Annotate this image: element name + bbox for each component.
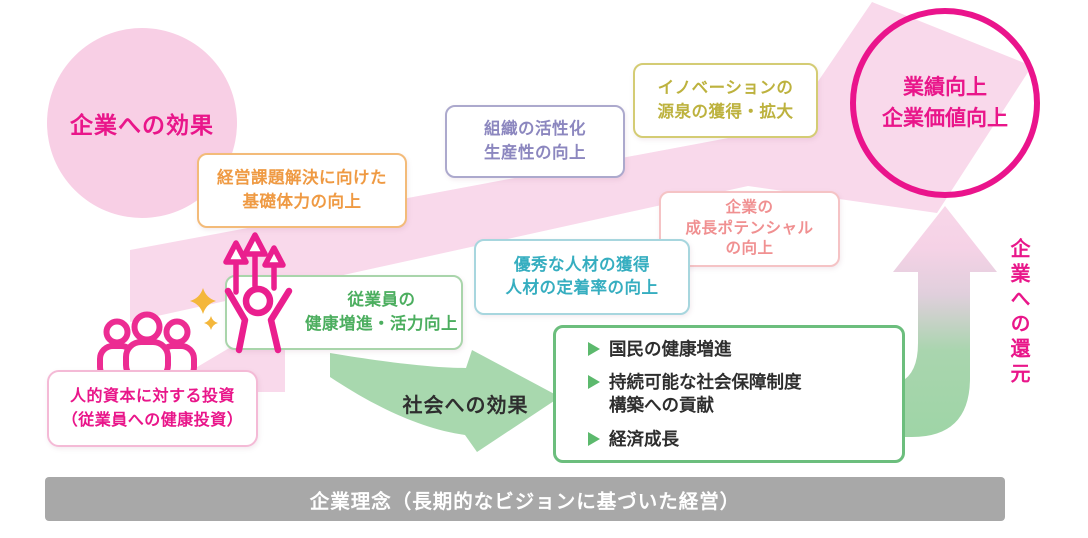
talent-acquisition-label: 優秀な人材の獲得 人材の定着率の向上 [505, 255, 659, 297]
organization-vitality-label: 組織の活性化 生産性の向上 [484, 120, 586, 162]
management-issues-box: 経営課題解決に向けた 基礎体力の向上 [197, 153, 407, 228]
triangle-bullet-icon [588, 375, 600, 390]
society-effect-arrow-label: 社会への効果 [402, 395, 529, 417]
sparkle-icon [190, 288, 218, 330]
employee-health-box: 従業員の 健康増進・活力向上 [225, 275, 463, 350]
society-effect-text: 国民の健康増進 [609, 338, 732, 359]
employee-health-label: 従業員の 健康増進・活力向上 [305, 291, 458, 333]
society-effect-item: 経済成長 [588, 428, 888, 451]
society-effect-item: 持続可能な社会保障制度 構築への貢献 [588, 371, 888, 417]
organization-vitality-box: 組織の活性化 生産性の向上 [445, 105, 625, 178]
corporate-philosophy-bar: 企業理念（長期的なビジョンに基づいた経営） [45, 477, 1005, 521]
business-value-label: 業績向上 企業価値向上 [882, 75, 1008, 131]
human-capital-investment-box: 人的資本に対する投資 （従業員への健康投資） [47, 370, 258, 447]
society-effect-text: 持続可能な社会保障制度 構築への貢献 [609, 372, 802, 415]
growth-potential-label: 企業の 成長ポテンシャル の向上 [685, 199, 814, 258]
talent-acquisition-box: 優秀な人材の獲得 人材の定着率の向上 [474, 239, 690, 315]
triangle-bullet-icon [588, 341, 600, 356]
society-effect-item: 国民の健康増進 [588, 338, 888, 361]
management-issues-label: 経営課題解決に向けた 基礎体力の向上 [217, 169, 387, 211]
triangle-bullet-icon [588, 431, 600, 446]
corporate-philosophy-label: 企業理念（長期的なビジョンに基づいた経営） [309, 490, 741, 513]
company-effect-label: 企業への効果 [70, 112, 214, 138]
society-effects-box: 国民の健康増進 持続可能な社会保障制度 構築への貢献 経済成長 [553, 325, 905, 463]
society-effect-text: 経済成長 [609, 428, 679, 449]
innovation-box: イノベーションの 源泉の獲得・拡大 [633, 63, 818, 138]
innovation-label: イノベーションの 源泉の獲得・拡大 [657, 79, 794, 121]
business-value-circle: 業績向上 企業価値向上 [850, 8, 1040, 198]
return-to-company-label: 企業への還元 [1007, 238, 1029, 388]
human-capital-investment-label: 人的資本に対する投資 （従業員への健康投資） [61, 387, 244, 429]
